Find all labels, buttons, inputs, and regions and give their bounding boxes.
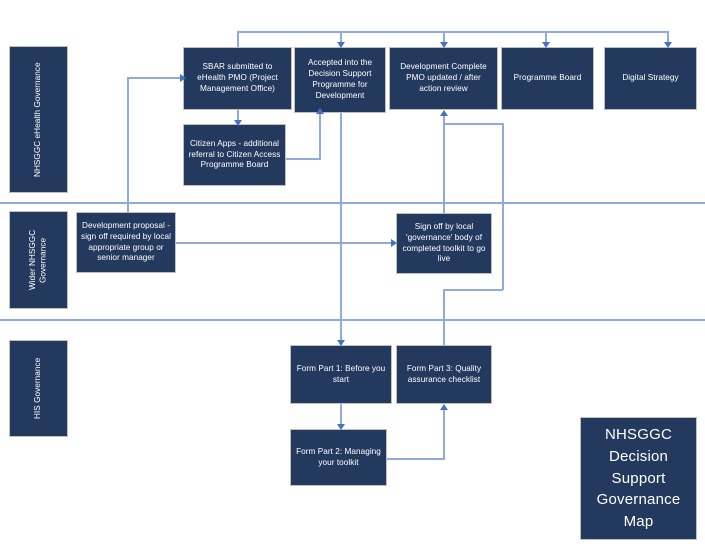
arrowhead-form1-to-form2: [337, 424, 345, 430]
arrowhead-bus-to-programme-board: [542, 42, 550, 48]
connector-bus-to-digital-strategy: [667, 31, 669, 46]
connector-form1-to-form2: [340, 404, 342, 428]
connector-citizen-up: [319, 113, 321, 159]
connector-bus-to-programme-board: [545, 31, 547, 46]
swimlane-label-his-governance: HIS Governance: [9, 340, 68, 437]
connector-form3-up: [443, 289, 445, 345]
connector-citizen-right: [286, 158, 321, 160]
arrowhead-signoff-to-dev-complete: [440, 110, 448, 116]
node-form-part-2-managing-your-toolkit[interactable]: Form Part 2: Managing your toolkit: [290, 429, 387, 486]
connector-form2-up: [443, 410, 445, 459]
connector-top-bus: [237, 31, 668, 33]
node-citizen-apps-referral[interactable]: Citizen Apps - additional referral to Ci…: [183, 124, 286, 186]
swimlane-label-wider-nhsggc-governance: Wider NHSGGC Governance: [9, 211, 68, 309]
arrowhead-proposal-to-sbar: [180, 74, 186, 82]
arrowhead-proposal-to-signoff: [391, 239, 397, 247]
arrowhead-form2-to-form3: [440, 404, 448, 410]
node-digital-strategy[interactable]: Digital Strategy: [604, 47, 697, 110]
connector-proposal-to-sbar: [127, 77, 183, 79]
connector-bus-to-accepted: [340, 31, 342, 46]
connector-form3-right: [443, 289, 503, 291]
node-sbar-submitted-to-ehealth-pmo[interactable]: SBAR submitted to eHealth PMO (Project M…: [183, 47, 292, 110]
connector-form3-to-dev-complete: [443, 123, 503, 125]
swimlane-label-nhsggc-ehealth-governance: NHSGGC eHealth Governance: [9, 46, 68, 193]
connector-form3-riser: [502, 123, 504, 290]
connector-bus-to-dev-complete: [443, 31, 445, 46]
swimlane-divider-upper: [0, 202, 705, 204]
title-card-nhsggc-decision-support-governance-map: NHSGGC Decision Support Governance Map: [580, 417, 697, 540]
connector-sbar-to-citizen: [237, 110, 239, 124]
connector-proposal-up: [127, 77, 129, 212]
node-sign-off-by-local-governance-body[interactable]: Sign off by local 'governance' body of c…: [396, 213, 492, 274]
connector-sbar-up: [237, 31, 239, 48]
arrowhead-accepted-to-form1: [337, 340, 345, 346]
arrowhead-bus-to-dev-complete: [440, 42, 448, 48]
arrowhead-bus-to-accepted: [337, 42, 345, 48]
node-development-proposal-sign-off[interactable]: Development proposal - sign off required…: [76, 212, 176, 273]
connector-proposal-to-signoff: [176, 242, 397, 244]
node-form-part-1-before-you-start[interactable]: Form Part 1: Before you start: [290, 345, 392, 404]
swimlane-divider-lower: [0, 319, 705, 321]
node-form-part-3-quality-assurance-checklist[interactable]: Form Part 3: Quality assurance checklist: [396, 345, 492, 404]
node-accepted-into-decision-support-programme[interactable]: Accepted into the Decision Support Progr…: [294, 47, 386, 113]
node-programme-board[interactable]: Programme Board: [501, 47, 594, 110]
arrowhead-sbar-to-citizen: [234, 120, 242, 126]
arrowhead-citizen-to-accepted: [316, 108, 324, 114]
connector-signoff-up: [443, 116, 445, 223]
arrowhead-bus-to-digital-strategy: [664, 42, 672, 48]
node-development-complete-pmo-updated[interactable]: Development Complete PMO updated / after…: [389, 47, 498, 110]
connector-form2-right: [387, 458, 445, 460]
connector-accepted-down: [340, 113, 342, 345]
